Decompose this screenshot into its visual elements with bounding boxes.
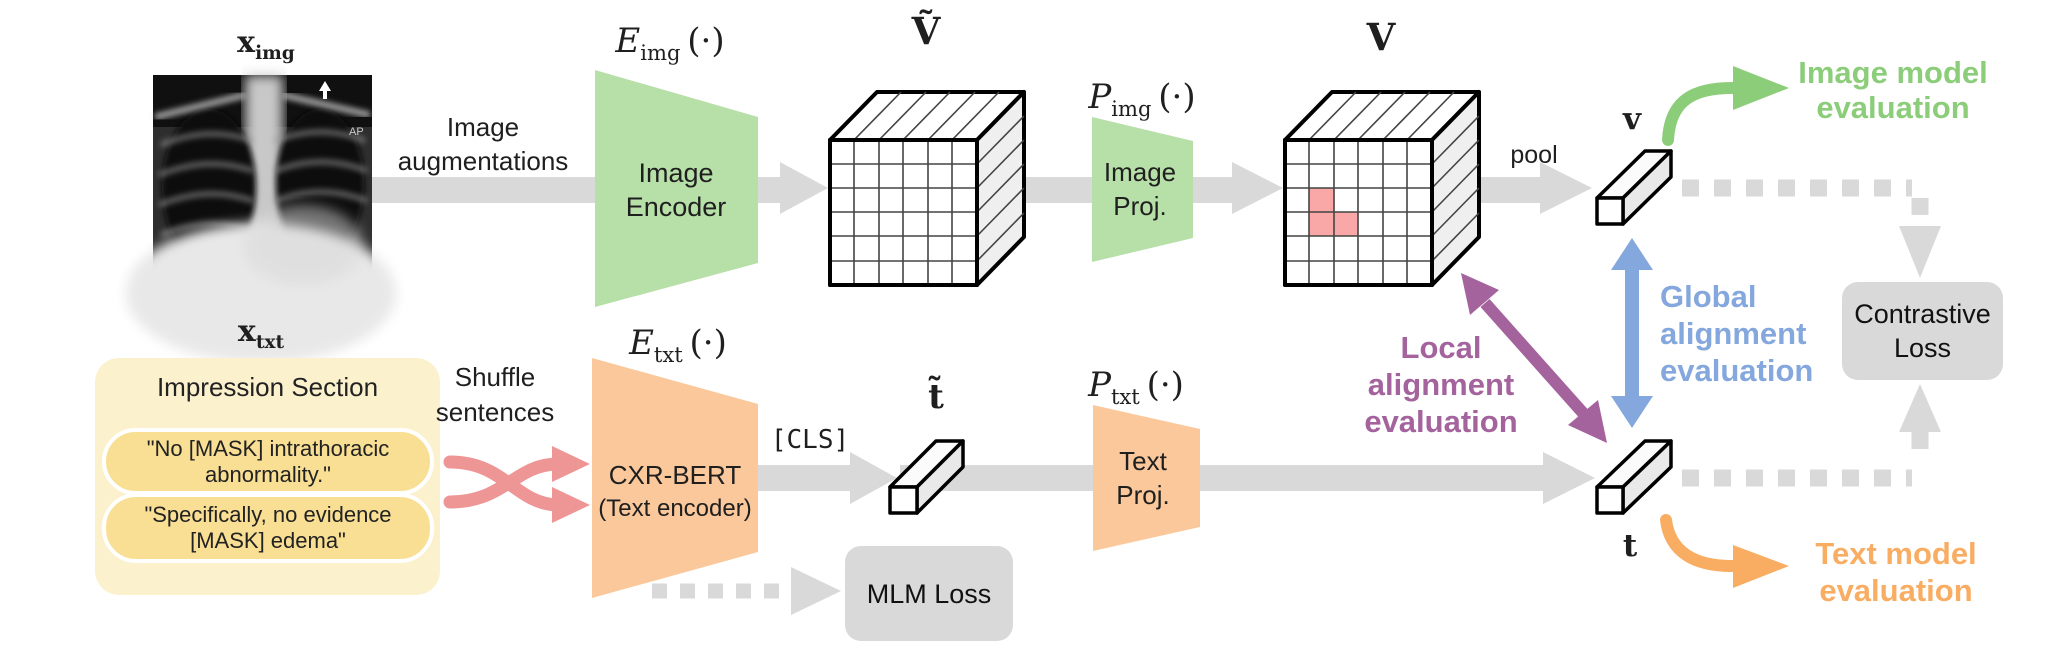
svg-text:AP: AP <box>349 126 364 138</box>
t-vector-label: t <box>1622 528 1638 564</box>
t-tilde-label: t̃ <box>928 377 944 417</box>
impression-section-title: Impression Section <box>156 372 379 402</box>
v-cube-label: V <box>1366 15 1396 59</box>
mlm-loss-box: MLM Loss <box>845 546 1013 641</box>
v-tilde-cube <box>828 90 1026 287</box>
contrastive-loss-box: Contrastive Loss <box>1842 282 2003 380</box>
v-tilde-cube-label: Ṽ <box>911 9 941 53</box>
image-augmentations-label: Image augmentations <box>397 112 569 176</box>
image-proj-label: Image Proj. <box>1103 157 1177 221</box>
global-alignment-arrow <box>1611 238 1653 428</box>
p-txt-label: Ptxt (·) <box>1088 365 1184 409</box>
impression-section-box: Impression Section "No [MASK] intrathora… <box>95 358 440 595</box>
cls-token-label: [CLS] <box>770 425 850 455</box>
text-eval-arrow <box>1660 514 1789 588</box>
text-model-evaluation-label: Text model evaluation <box>1815 536 1977 608</box>
text-encoder-block <box>592 358 758 598</box>
cxr-bert-label: CXR-BERT (Text encoder) <box>598 460 752 522</box>
local-alignment-arrow <box>1461 273 1607 443</box>
image-model-evaluation-label: Image model evaluation <box>1798 55 1988 125</box>
v-bar <box>1595 149 1673 226</box>
shuffle-sentences-label: Shuffle sentences <box>435 362 555 427</box>
dashed-arrowhead-down-icon <box>1899 226 1941 278</box>
image-encoder-block <box>595 70 758 307</box>
t-bar <box>1595 439 1673 515</box>
shuffle-arrows-icon <box>443 446 590 523</box>
e-img-label: Eimg (·) <box>615 21 725 65</box>
report-sentence-2: "Specifically, no evidence [MASK] edema" <box>102 493 434 563</box>
global-alignment-evaluation-label: Global alignment evaluation <box>1660 279 1814 388</box>
x-txt-label: xtxt <box>237 314 285 353</box>
dashed-arrowhead-up-icon <box>1899 384 1941 432</box>
pipeline-top <box>370 162 1592 214</box>
v-cube <box>1283 90 1481 287</box>
text-projection-block <box>1093 405 1200 551</box>
local-alignment-evaluation-label: Local alignment evaluation <box>1364 330 1518 439</box>
report-sentence-1: "No [MASK] intrathoracic abnormality." <box>102 428 434 495</box>
t-tilde-bar <box>888 439 965 515</box>
text-proj-label: Text Proj. <box>1116 446 1170 510</box>
v-vector-label: v <box>1622 101 1641 137</box>
chest-xray-image: AP <box>126 75 396 363</box>
mlm-dashed-connector <box>652 567 841 615</box>
pool-label: pool <box>1510 141 1558 169</box>
p-img-label: Pimg (·) <box>1088 77 1196 121</box>
x-img-label: ximg <box>237 25 295 64</box>
xray-marker-arrow-icon <box>319 81 331 99</box>
image-encoder-label: Image Encoder <box>625 158 727 222</box>
e-txt-label: Etxt (·) <box>629 323 727 367</box>
image-eval-arrow <box>1662 66 1789 146</box>
contrastive-dashed-connectors <box>1682 179 1929 487</box>
image-projection-block <box>1092 117 1193 262</box>
highlighted-patch-cell <box>1309 188 1334 212</box>
